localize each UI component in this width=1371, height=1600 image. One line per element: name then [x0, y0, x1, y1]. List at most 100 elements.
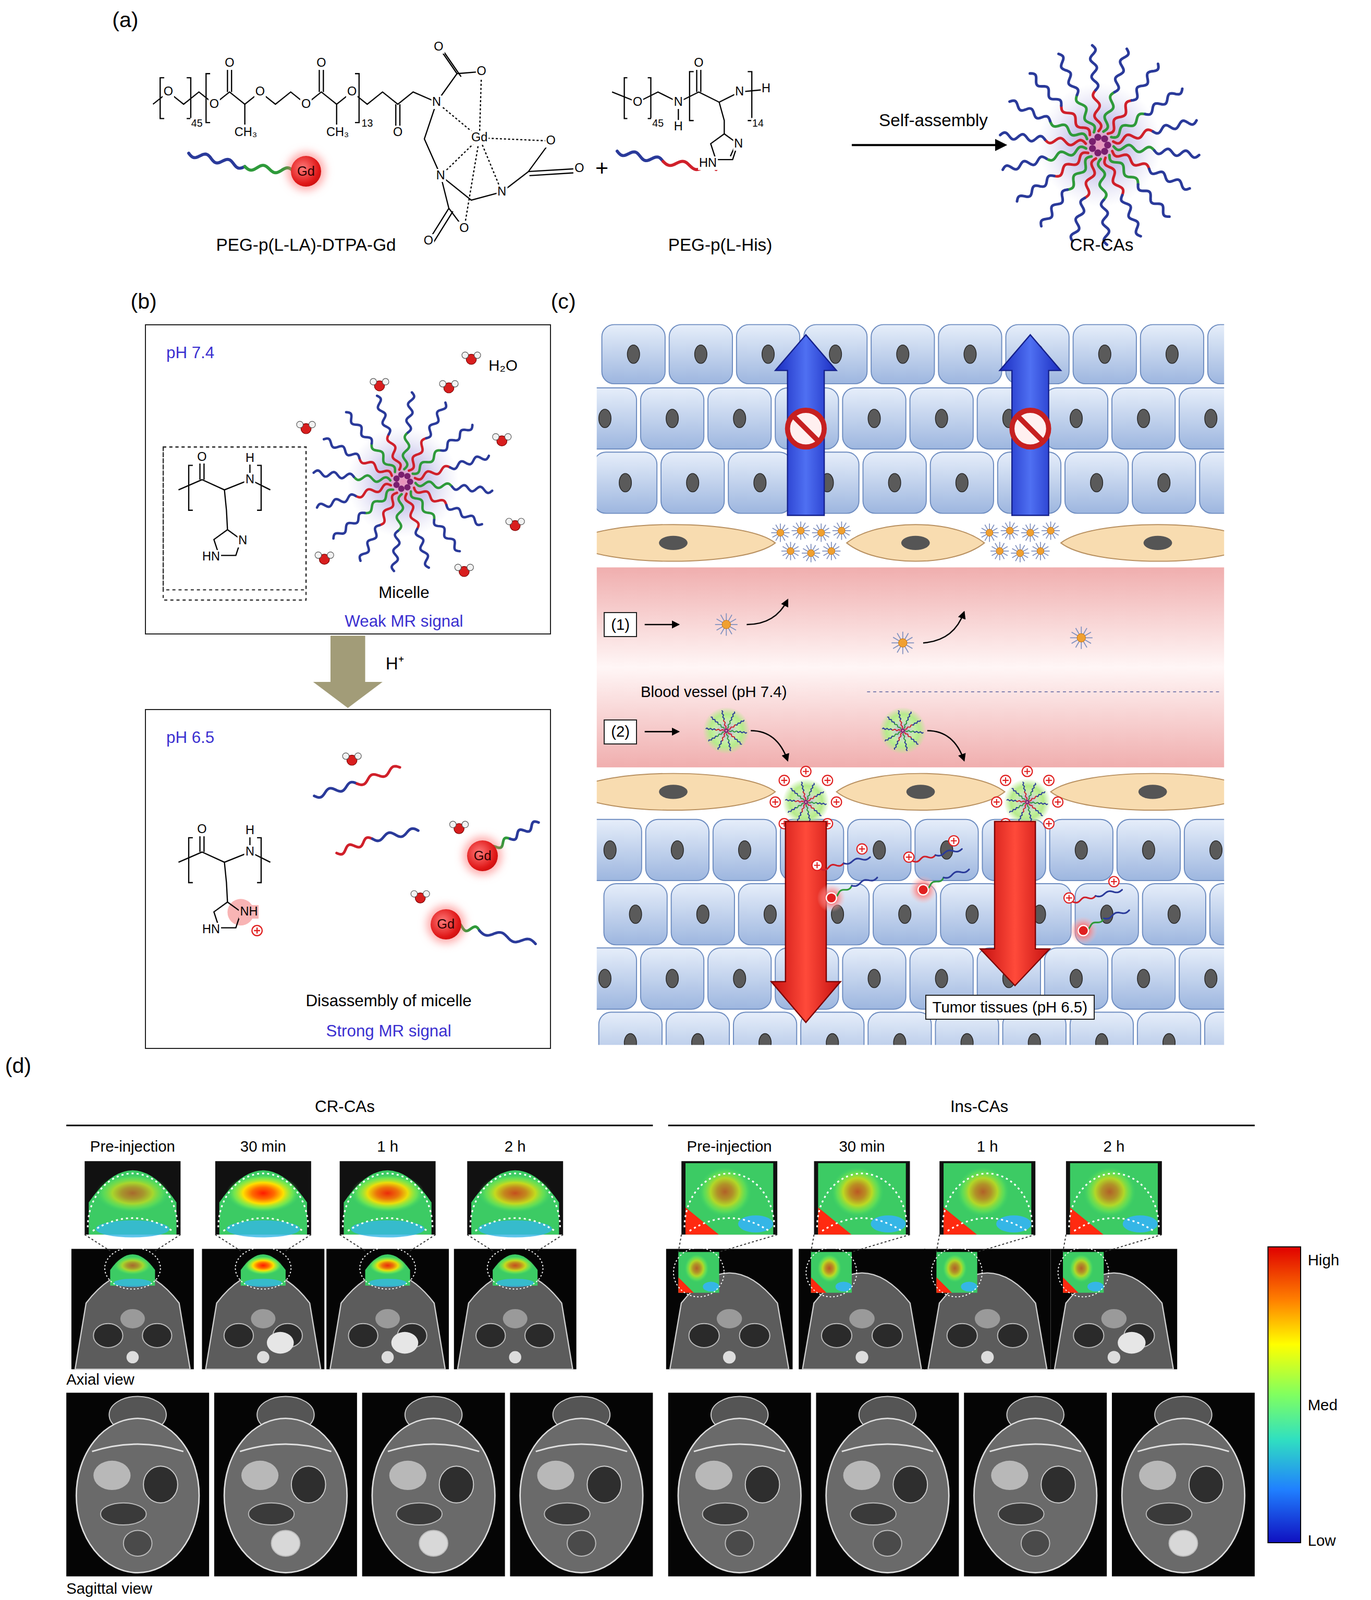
small-micelle: [715, 613, 738, 636]
illustration-path: [841, 1443, 934, 1452]
polymer-chain: [359, 458, 393, 476]
gd-circle: Gd: [430, 909, 462, 940]
polymer-chain: [1029, 812, 1032, 822]
illustration-line: [1070, 637, 1079, 639]
illustration-circle: [410, 890, 418, 898]
small-micelle: [1000, 521, 1020, 540]
zoom-leader: [84, 1234, 181, 1251]
sagittal-image: [1111, 1392, 1255, 1576]
illustration-ellipse: [1058, 1247, 1109, 1297]
cell: [1179, 947, 1224, 1009]
signal-glow: [1069, 916, 1098, 946]
illustration-circle: [724, 730, 726, 732]
polymer-chain: [1095, 889, 1123, 897]
cell: [930, 451, 994, 513]
illustration-ellipse: [350, 1173, 425, 1213]
axial-image: [201, 1247, 325, 1370]
illustration-line: [725, 613, 727, 621]
polymer-chain: [357, 766, 400, 786]
illustration-circle: [492, 433, 500, 441]
illustration-circle: [787, 547, 794, 555]
illustration-circle: [1104, 141, 1111, 149]
illustration-line: [1071, 639, 1079, 644]
atom-label: O: [631, 95, 644, 109]
cell: [596, 947, 637, 1009]
illustration-rect: [939, 1160, 1036, 1235]
atom-label: N: [732, 137, 744, 151]
illustration-path: [223, 1217, 304, 1231]
polymer-chain: [730, 712, 735, 721]
illustration-ellipse: [95, 1173, 170, 1213]
polymer-chain: [1027, 804, 1031, 814]
nucleus: [893, 1033, 906, 1046]
node-text: Gd: [436, 916, 455, 932]
time-label: Pre-injection: [90, 1137, 176, 1155]
polymer-chain: [907, 712, 911, 721]
illustration-path: [347, 1217, 428, 1231]
polymer-chain: [1046, 146, 1086, 161]
illustration-ellipse: [368, 1278, 407, 1288]
cell: [1142, 883, 1206, 945]
cell: [1137, 1012, 1201, 1046]
polymer-chain: [737, 731, 748, 733]
polymer-chain: [796, 803, 804, 808]
illustration-ellipse: [873, 1530, 902, 1557]
cell: [871, 324, 935, 384]
illustration-path: [693, 1443, 786, 1452]
polymer-chain: [1007, 799, 1017, 802]
blood-vessel: [596, 567, 1224, 768]
illustration-path: [1045, 777, 1052, 784]
illustration-circle: [398, 471, 405, 479]
polymer-chain: [359, 524, 380, 561]
polymer-chain: [441, 424, 473, 451]
panel-letter: (d): [5, 1054, 32, 1078]
polymer-chain: [903, 720, 908, 729]
illustration-circle: [902, 730, 905, 733]
illustration-circle: [382, 378, 389, 386]
polymer-chain: [821, 863, 844, 871]
illustration-rect: [936, 1251, 977, 1293]
tissue-cells: [596, 324, 1224, 1046]
illustration-circle: [474, 351, 482, 359]
small-micelle: [801, 543, 820, 562]
illustration-path: [1017, 415, 1044, 443]
illustration-circle: [1027, 799, 1030, 802]
illustration-path: [993, 799, 1000, 806]
illustration-ellipse: [816, 1253, 842, 1283]
illustration-path: [1054, 1272, 1174, 1370]
blocked-arrows: [775, 334, 1061, 516]
polymer-chain: [912, 854, 936, 862]
illustration-ellipse: [1087, 1281, 1104, 1292]
illustration-path: [678, 1277, 694, 1293]
illustration-circle: [449, 821, 457, 828]
illustration-path: [1074, 1217, 1155, 1231]
illustration-line: [892, 637, 900, 642]
small-micelle: [822, 541, 841, 560]
illustration-circle: [1024, 801, 1027, 804]
polymer-chain: [808, 803, 815, 810]
illustration-rect: [814, 1160, 911, 1235]
illustration-polygon: [770, 821, 841, 1023]
node-text: Disassembly of micelle: [305, 991, 472, 1010]
polymer-chain: [785, 799, 795, 802]
illustration-ellipse: [224, 1418, 348, 1573]
cell: [1065, 451, 1129, 513]
illustration-path: [927, 1272, 1047, 1370]
illustration-line: [902, 646, 904, 655]
endothelial-cell: [836, 773, 1006, 811]
nucleus: [598, 969, 611, 988]
illustration-circle: [505, 518, 513, 525]
view-label: Sagittal view: [66, 1580, 153, 1597]
illustration-circle: [721, 620, 731, 629]
compound-name: PEG-p(L-His): [668, 235, 773, 255]
sagittal-image: [963, 1392, 1107, 1576]
illustration-line: [720, 614, 726, 622]
illustration-circle: [504, 433, 512, 441]
sagittal-image: [362, 1392, 506, 1576]
polymer-chain: [1002, 156, 1047, 170]
zoom-leader: [339, 1234, 436, 1251]
illustration-ellipse: [702, 1502, 749, 1525]
illustration-path: [227, 67, 400, 127]
zoom-leader: [678, 1234, 778, 1252]
illustration-circle: [347, 425, 459, 538]
